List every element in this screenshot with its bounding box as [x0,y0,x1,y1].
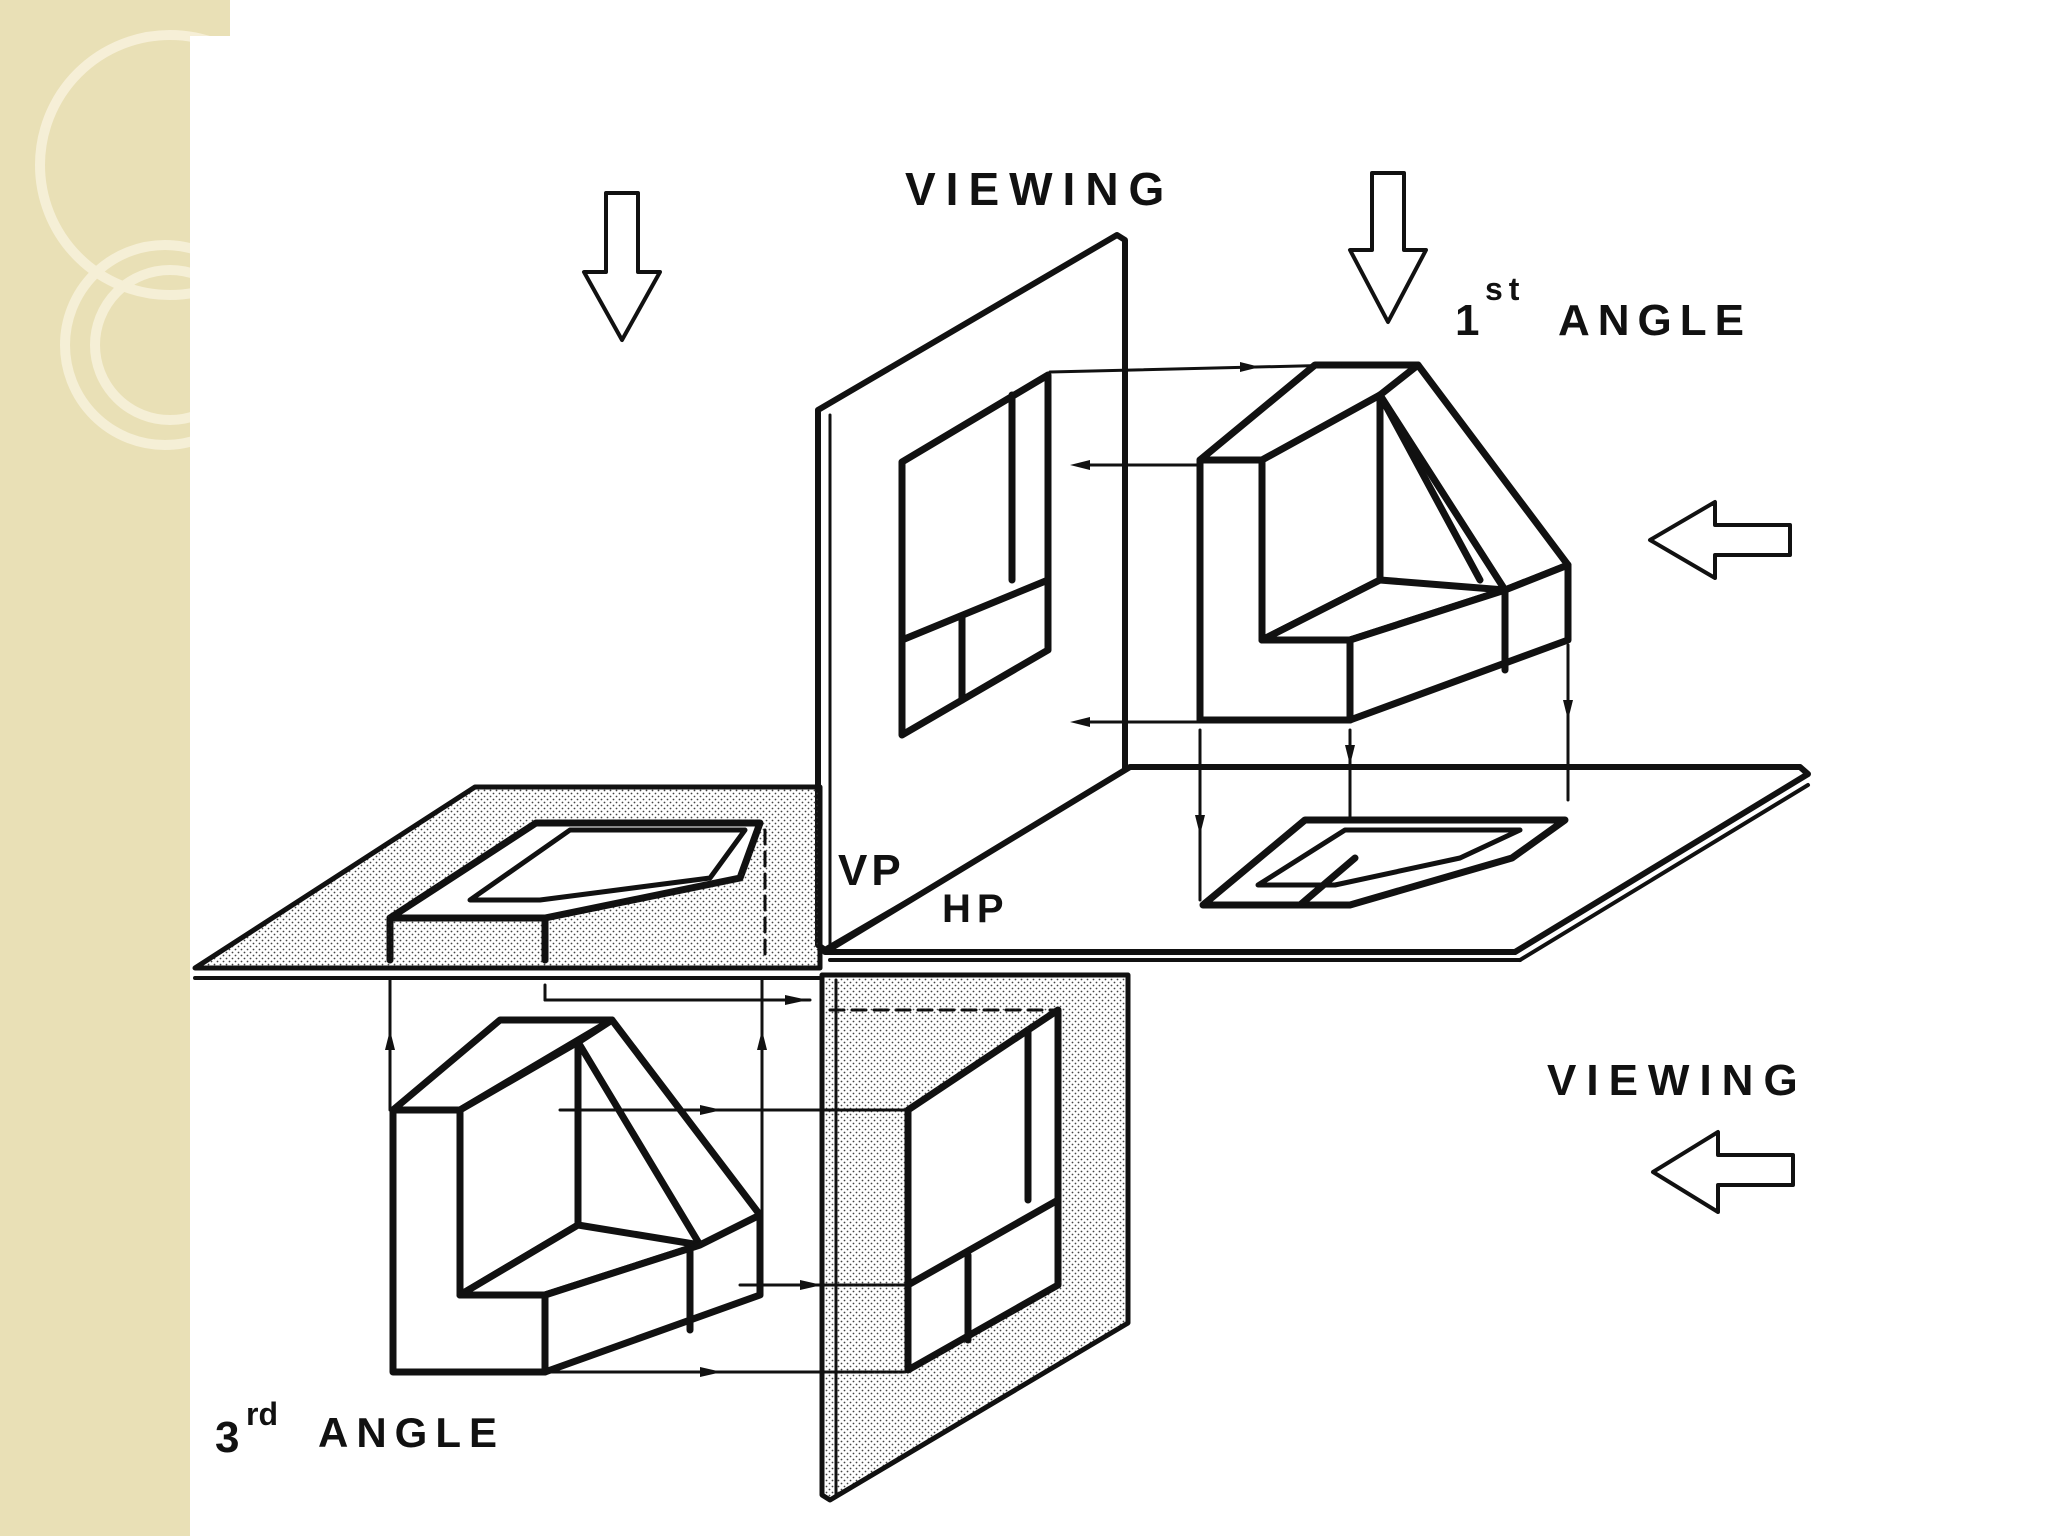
down-arrow-icon [1348,171,1428,324]
projector-arrowheads [385,362,1573,1377]
left-arrow-icon [1648,500,1792,580]
first-angle-label: 1 st ANGLE [1455,271,1752,345]
first-angle-suffix: st [1485,271,1525,307]
third-angle-suffix: rd [246,1396,278,1432]
third-angle-top-view [386,819,764,964]
third-angle-number: 3 [215,1413,239,1462]
first-angle-object [1196,361,1572,724]
first-angle-number: 1 [1455,296,1479,345]
viewing-top-label: VIEWING [905,163,1174,215]
first-angle-front-view [898,371,1052,739]
left-arrow-icon [1651,1130,1795,1214]
third-angle-object [389,1016,764,1376]
first-angle-top-view [1199,816,1569,909]
viewing-side-label: VIEWING [1547,1056,1808,1105]
down-arrow-icon [582,191,662,342]
first-angle-word: ANGLE [1558,296,1752,345]
hp-label: HP [942,887,1010,931]
third-angle-word: ANGLE [318,1409,505,1456]
third-angle-side-view [904,1006,1062,1374]
vp-label: VP [838,846,905,895]
third-angle-label: 3 rd ANGLE [215,1396,505,1462]
